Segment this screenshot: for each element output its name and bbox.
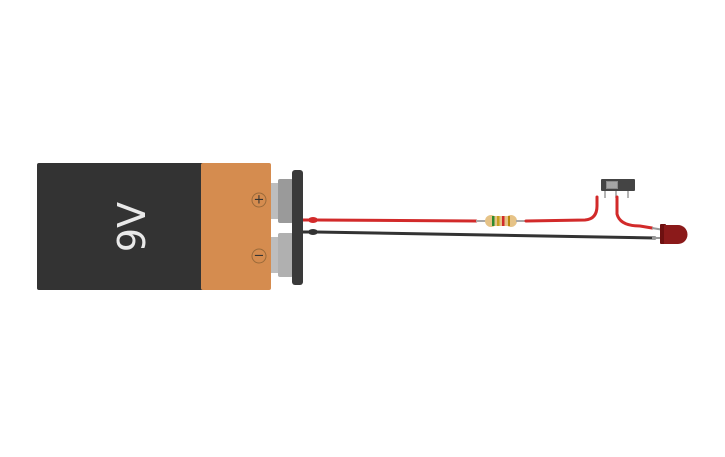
negative-wire[interactable] [303,229,664,240]
positive-wire-switch-led[interactable] [615,195,665,231]
battery-cap [201,163,271,290]
resistor-band-2 [497,216,500,226]
positive-terminal-base [271,183,280,219]
positive-wire-resistor-switch[interactable] [516,195,599,223]
positive-wire-battery-resistor[interactable] [303,217,486,223]
negative-terminal-base [271,237,280,273]
plus-symbol: + [254,193,265,208]
battery-body [37,163,205,290]
resistor-body [489,216,513,226]
led-body [664,225,688,244]
positive-terminal[interactable] [278,179,293,223]
negative-terminal[interactable] [278,233,293,277]
battery-label: 9V [110,202,154,252]
plus-marker-circle [251,192,267,208]
minus-symbol: − [254,249,265,264]
slide-switch[interactable] [601,179,635,198]
red-led[interactable] [660,224,688,244]
resistor[interactable] [485,215,517,227]
battery-9v[interactable]: 9V + − [37,163,303,290]
resistor-band-4 [508,216,510,226]
battery-connector-plate [292,170,303,285]
minus-marker-circle [251,248,267,264]
resistor-band-1 [492,216,495,226]
resistor-band-3 [502,216,505,226]
